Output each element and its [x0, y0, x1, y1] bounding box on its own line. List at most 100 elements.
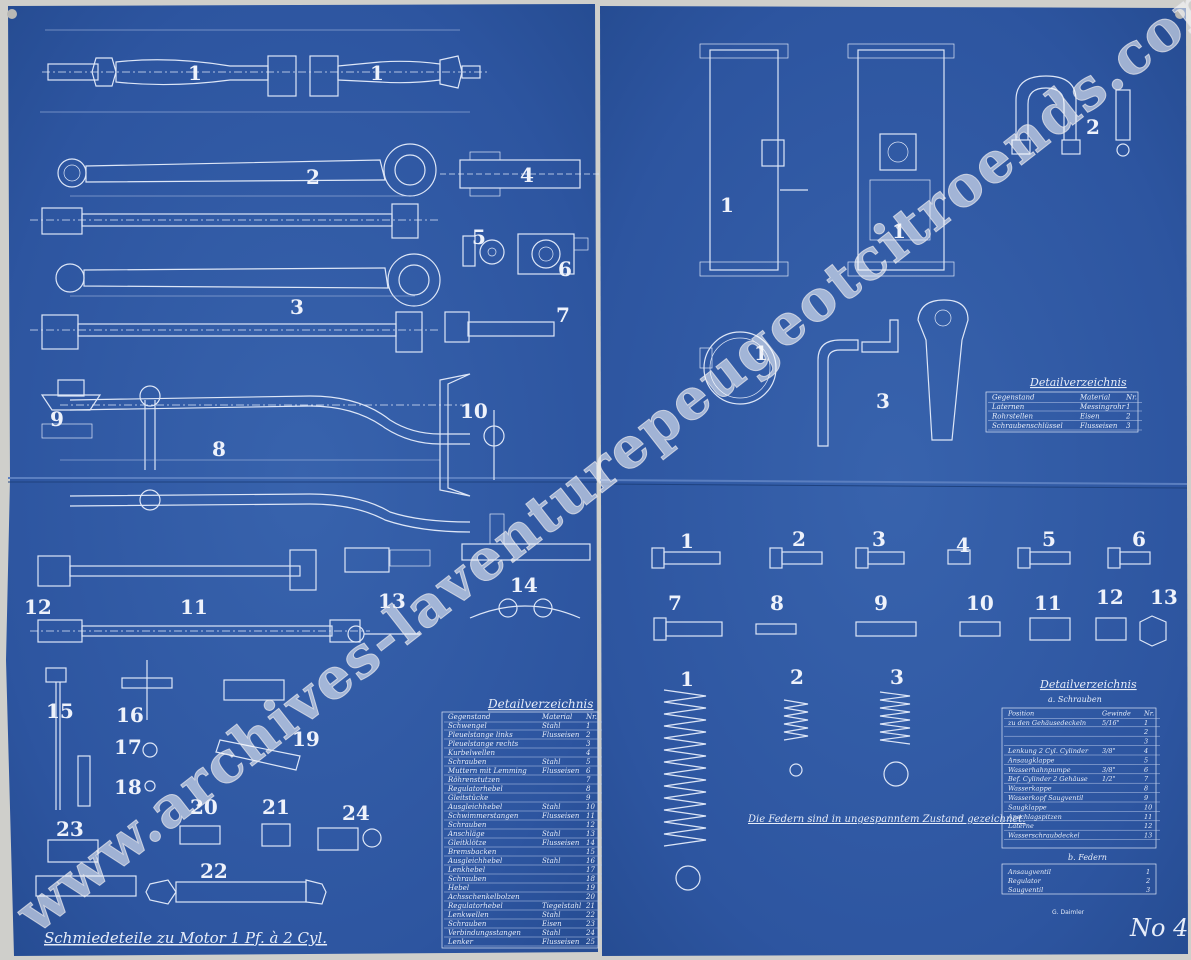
part-number-label: 18: [114, 775, 142, 799]
table-cell: Achsschenkelbolzen: [447, 893, 520, 901]
table-cell: 1: [1126, 403, 1130, 411]
bolt-number-label: 4: [956, 533, 970, 557]
part-number-label: 23: [56, 817, 84, 841]
part-number-label: 12: [24, 595, 52, 619]
table-cell: Flusseisen: [541, 839, 580, 847]
table-cell: 3: [1146, 886, 1150, 894]
table-cell: 2: [1125, 413, 1131, 421]
part-2-clamp: [1011, 75, 1131, 157]
table-cell: 8: [1144, 785, 1148, 793]
table-cell: Saugventil: [1008, 886, 1043, 894]
table-cell: 11: [1144, 813, 1152, 821]
table-cell: 3/8": [1102, 747, 1115, 755]
table-cell: 15: [586, 848, 595, 856]
part-number-label: 22: [200, 859, 228, 883]
sheet-number: No 4: [1129, 914, 1188, 942]
table-cell: Stahl: [542, 722, 561, 730]
part-number-label: 16: [116, 703, 144, 727]
part-15-lever: [45, 667, 91, 810]
table-cell: Flusseisen: [541, 731, 580, 739]
part-number-label: 1: [370, 61, 384, 85]
part-number-label: 2: [306, 165, 320, 189]
table-cell: 21: [585, 902, 595, 910]
spring-note: Die Federn sind in ungespanntem Zustand …: [747, 814, 1026, 825]
table-cell: 4: [1143, 747, 1148, 755]
part-1-lantern-plan: [699, 331, 777, 405]
table-cell: 14: [586, 839, 595, 847]
table-cell: Flusseisen: [541, 938, 580, 946]
table-cell: Ausgleichhebel: [447, 857, 502, 865]
part-9-bracket: [40, 379, 102, 439]
table-cell: 3: [1144, 738, 1148, 746]
bolt-number-label: 9: [874, 591, 888, 615]
bolt-number-label: 2: [792, 527, 806, 551]
bolt-number-label: 12: [1096, 585, 1124, 609]
table-cell: 13: [1144, 832, 1152, 840]
part-number-label: 20: [190, 795, 218, 819]
table-cell: Stahl: [542, 803, 561, 811]
table-cell: Schrauben: [448, 875, 487, 883]
table-cell: Flusseisen: [541, 767, 580, 775]
bolt-number-label: 3: [872, 527, 886, 551]
part-6-nut: [517, 233, 589, 275]
spring-number-label: 3: [890, 665, 904, 689]
bolt-row-lower: [653, 615, 1167, 647]
bolt-number-label: 6: [1132, 527, 1146, 551]
part-number-label: 10: [460, 399, 488, 423]
part-number-label: 24: [342, 801, 370, 825]
table-cell: 10: [586, 803, 595, 811]
table-cell: Wasserschraubdeckel: [1008, 832, 1080, 840]
bolt-number-label: 8: [770, 591, 784, 615]
table-cell: Lenkhebel: [447, 866, 485, 874]
table-cell: 18: [586, 875, 595, 883]
part-17-nut: [142, 742, 158, 758]
table-cell: zu den Gehäusedeckeln: [1007, 719, 1086, 727]
part-number-label: 1: [188, 61, 202, 85]
table-cell: Schrauben: [448, 758, 487, 766]
part-number-label: 2: [1086, 115, 1100, 139]
table-cell: 9: [586, 794, 591, 802]
part-number-label: 21: [262, 795, 290, 819]
table-header: Nr.: [585, 713, 597, 721]
table-cell: Kurbelwellen: [447, 749, 496, 757]
bolt-number-label: 5: [1042, 527, 1056, 551]
table-cell: 10: [1144, 803, 1152, 811]
part-2-connecting-rod: [30, 143, 440, 239]
spring-3: [879, 691, 911, 787]
table-cell: 6: [586, 767, 591, 775]
table-cell: Ausgleichhebel: [447, 803, 502, 811]
table-cell: 3: [586, 740, 591, 748]
table-cell: 7: [586, 776, 591, 784]
part-number-label: 13: [378, 589, 406, 613]
table-cell: Schwengel: [448, 722, 487, 730]
table-cell: 1: [1146, 868, 1150, 876]
table-header: Nr.: [1125, 394, 1137, 402]
table-cell: 1: [586, 722, 590, 730]
table-cell: Rohrstellen: [991, 413, 1034, 421]
table-header: Nr.: [1143, 709, 1154, 717]
table-cell: Schwimmerstangen: [448, 812, 519, 820]
bolt-row-upper: [651, 547, 1151, 569]
table-header: Material: [1079, 394, 1110, 402]
table-cell: Pleuelstange rechts: [447, 740, 519, 748]
table-cell: 12: [586, 821, 595, 829]
table-cell: 12: [1144, 822, 1152, 830]
table-cell: Wasserkopf Saugventil: [1008, 794, 1083, 802]
table-cell: 8: [586, 785, 591, 793]
table-cell: 1/2": [1102, 775, 1115, 783]
part-16-fork: [121, 660, 173, 720]
table-cell: 4: [585, 749, 590, 757]
table-cell: Tiegelstahl: [542, 902, 581, 910]
part-1-lantern-side: [847, 43, 955, 277]
part-number-label: 1: [892, 219, 906, 243]
part-11-rod: [30, 549, 370, 643]
part-8-lever-lower: [69, 489, 471, 533]
table-cell: 13: [586, 830, 595, 838]
part-1-lantern-front: [699, 43, 808, 277]
table-cell: Pleuelstange links: [447, 731, 513, 739]
part-18-bolt: [144, 780, 156, 792]
table-header: Gewinde: [1102, 709, 1131, 717]
springs-title: b. Federn: [1068, 853, 1107, 862]
